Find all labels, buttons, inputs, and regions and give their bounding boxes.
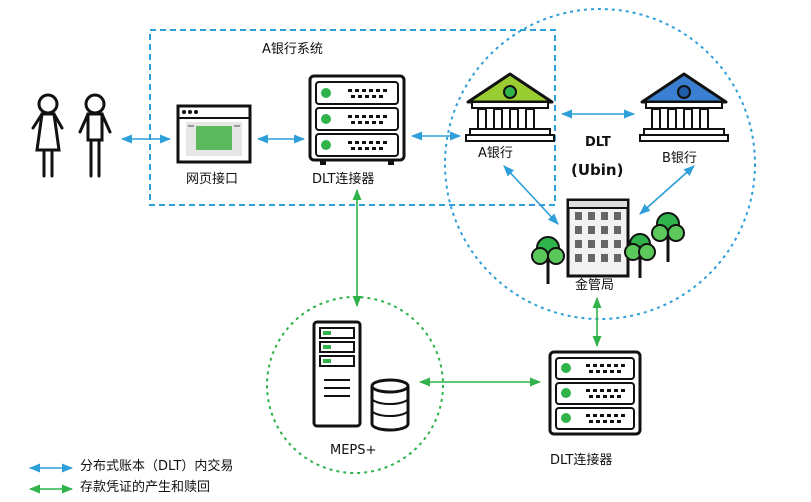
dlt-boundary-circle — [444, 8, 756, 320]
deposit-token-arrows — [352, 188, 602, 387]
database-icon — [370, 378, 410, 432]
bank-a-system-title: A银行系统 — [262, 42, 323, 57]
dlt-connector-top-icon — [308, 74, 406, 165]
mas-building-icon — [566, 198, 630, 278]
dlt-connector-bottom-icon — [548, 350, 642, 436]
tree-icon — [531, 236, 565, 284]
tree-icon — [624, 233, 656, 278]
bank-a-icon — [465, 72, 555, 142]
dlt-label: DLT — [585, 135, 611, 150]
mas-label: 金管局 — [575, 278, 615, 293]
tree-icon — [651, 212, 685, 262]
dlt-connector-bottom-label: DLT连接器 — [550, 453, 613, 468]
arrow-bank-b-mas — [639, 165, 695, 215]
meps-server-icon — [312, 320, 362, 428]
users-icon — [31, 93, 112, 178]
dlt-connector-top-label: DLT连接器 — [312, 172, 375, 187]
web-browser-icon — [176, 104, 252, 164]
dlt-transaction-arrows — [120, 109, 695, 225]
meps-label: MEPS+ — [330, 443, 377, 458]
bank-b-icon — [639, 72, 729, 142]
legend-blue-label: 分布式账本（DLT）内交易 — [80, 459, 234, 474]
bank-a-system-boundary — [149, 29, 556, 206]
web-interface-label: 网页接口 — [186, 172, 239, 187]
arrow-bank-a-mas — [503, 165, 559, 225]
ubin-label: (Ubin) — [571, 161, 624, 179]
bank-a-label: A银行 — [478, 146, 513, 161]
bank-b-label: B银行 — [662, 151, 697, 166]
legend-green-label: 存款凭证的产生和赎回 — [80, 480, 211, 495]
